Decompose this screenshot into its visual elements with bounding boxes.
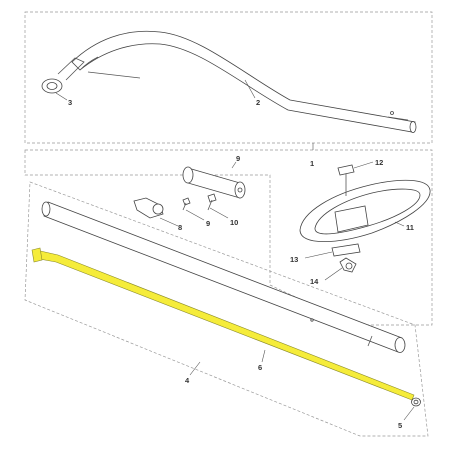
callout-1: 1 <box>310 159 314 168</box>
bracket-13 <box>331 243 361 257</box>
callout-11: 11 <box>406 223 414 232</box>
shaft-tube <box>41 201 406 353</box>
callout-8: 8 <box>178 223 182 232</box>
callout-4: 4 <box>185 376 190 385</box>
upper-assembly-frame <box>24 11 433 144</box>
shaft-assembly-frame <box>24 181 429 437</box>
callout-12: 12 <box>375 158 383 167</box>
screw-9 <box>182 197 191 211</box>
drive-shaft-end <box>31 247 43 263</box>
end-bushing <box>411 397 421 407</box>
screw-10 <box>207 193 217 211</box>
wing-nut-14 <box>339 257 357 273</box>
callout-6: 6 <box>258 363 262 372</box>
handle-assembly-frame <box>24 149 433 326</box>
clamp-knob <box>133 197 164 219</box>
handle-clamp <box>182 166 246 199</box>
callout-10: 10 <box>230 218 238 227</box>
bent-handle-tube <box>71 30 417 133</box>
loop-handle <box>299 179 431 243</box>
handle-clip <box>41 57 85 94</box>
callout-13: 13 <box>290 255 298 264</box>
callout-3: 3 <box>68 98 72 107</box>
callout-5: 5 <box>398 421 402 430</box>
callout-9-bottom: 9 <box>206 219 210 228</box>
callout-9-top: 9 <box>236 154 240 163</box>
bolt-12 <box>337 164 355 196</box>
callout-2: 2 <box>256 98 260 107</box>
callout-14: 14 <box>310 277 319 286</box>
